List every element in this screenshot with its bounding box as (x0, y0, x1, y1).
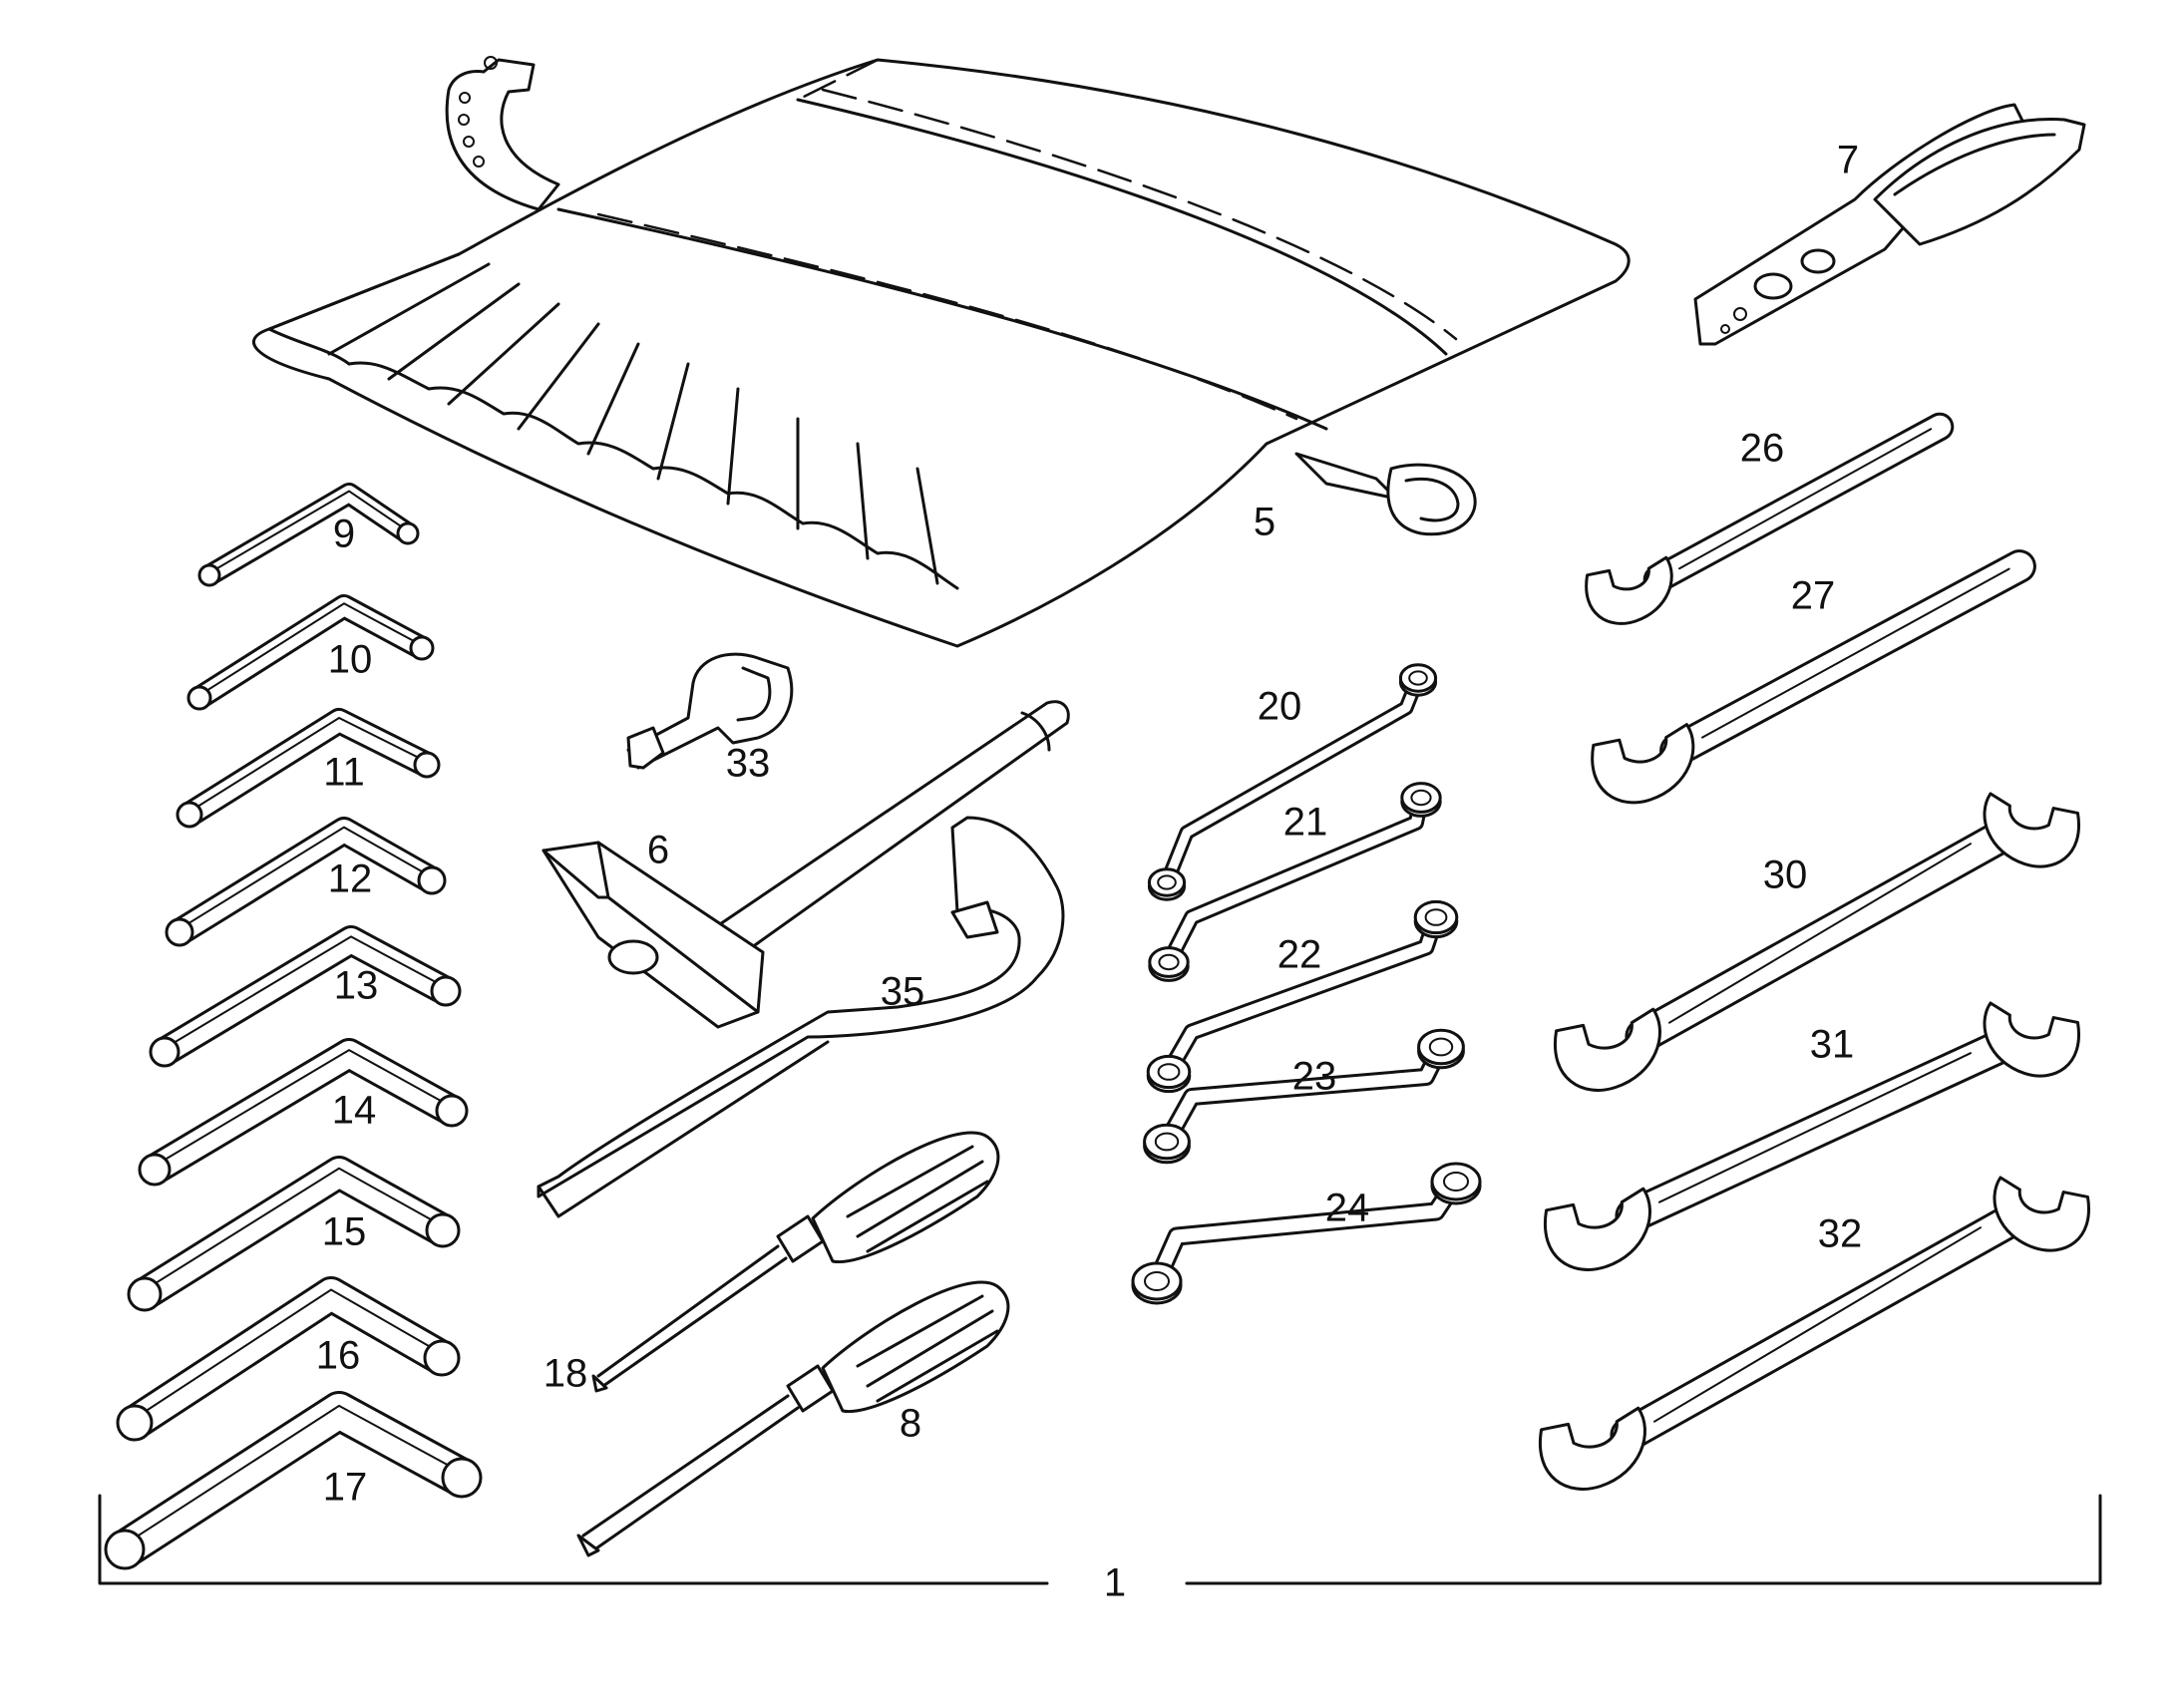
hex-key (116, 1276, 461, 1442)
hammer (542, 700, 1070, 1029)
hex-key (127, 1156, 461, 1312)
ring-spanner (1148, 782, 1442, 982)
label-open-spanner: 26 (1740, 427, 1785, 471)
label-double-spanner: 30 (1763, 854, 1808, 897)
ring-spanner (1131, 1162, 1482, 1305)
label-hex-key: 14 (332, 1089, 377, 1133)
open-spanners-single (1585, 412, 2036, 805)
double-open-spanner (1543, 1001, 2081, 1271)
label-ring-spanner: 23 (1292, 1055, 1337, 1099)
label-hex-key: 16 (316, 1334, 361, 1378)
double-open-spanner (1538, 1176, 2091, 1491)
label-hex-key: 17 (323, 1466, 368, 1510)
label-hammer: 6 (647, 829, 669, 872)
hex-keys (104, 483, 483, 1570)
screwdriver-flat (576, 1280, 1010, 1557)
label-ring-spanner: 24 (1325, 1187, 1370, 1230)
key-tool (626, 652, 794, 770)
label-hex-key: 9 (333, 512, 355, 556)
double-open-spanner (1553, 792, 2081, 1092)
hook-spanner (537, 816, 1065, 1218)
hex-key (149, 925, 462, 1068)
label-hook-spanner: 35 (881, 970, 925, 1014)
open-spanner (1585, 412, 1955, 625)
label-pliers: 7 (1837, 139, 1859, 182)
label-hex-key: 11 (323, 751, 365, 795)
ring-spanner (1146, 899, 1459, 1094)
label-open-spanner: 27 (1791, 574, 1836, 618)
hex-key (165, 817, 447, 947)
label-ring-spanner: 20 (1258, 685, 1302, 729)
ring-spanners (1131, 663, 1482, 1305)
label-double-spanner: 32 (1818, 1212, 1863, 1256)
label-ring-spanner: 22 (1277, 933, 1322, 977)
hex-key (186, 594, 435, 711)
ring-spanner (1143, 1028, 1465, 1165)
kit-bracket (98, 1494, 2102, 1585)
label-screwdriver-phillips: 18 (544, 1352, 588, 1396)
tool-roll (251, 56, 1631, 648)
ring-spanner (1147, 663, 1438, 901)
hex-key (176, 708, 441, 829)
label-ring-spanner: 21 (1283, 801, 1328, 845)
screwdriver-phillips (591, 1131, 1000, 1393)
label-double-spanner: 31 (1810, 1023, 1855, 1067)
hex-key (197, 483, 420, 587)
open-spanner (1591, 549, 2036, 805)
label-hex-key: 15 (322, 1210, 367, 1254)
label-roll: 5 (1254, 501, 1275, 544)
label-hex-key: 13 (334, 964, 379, 1008)
hex-key (104, 1391, 483, 1570)
hex-key (138, 1038, 469, 1187)
label-hex-key: 12 (328, 857, 373, 901)
label-hex-key: 10 (328, 638, 373, 682)
label-kit: 1 (1104, 1561, 1126, 1605)
open-spanners-double (1538, 792, 2091, 1491)
label-key: 33 (726, 742, 771, 786)
pliers (1693, 103, 2086, 346)
label-screwdriver-flat: 8 (900, 1402, 921, 1446)
